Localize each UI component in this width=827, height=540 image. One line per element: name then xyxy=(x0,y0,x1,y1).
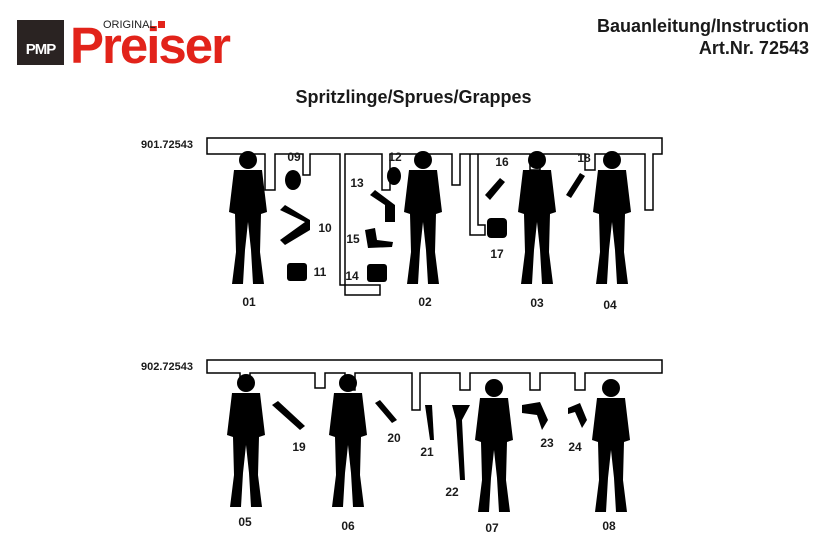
part-label: 17 xyxy=(490,247,504,261)
part-11 xyxy=(287,263,307,281)
part-label: 18 xyxy=(577,151,591,165)
figure-02 xyxy=(404,151,442,284)
part-18 xyxy=(566,173,585,198)
part-label: 09 xyxy=(287,150,301,164)
part-14 xyxy=(367,264,387,282)
part-17 xyxy=(487,218,507,238)
part-label: 20 xyxy=(387,431,401,445)
part-16 xyxy=(485,178,505,200)
header-article-number: Art.Nr. 72543 xyxy=(698,38,809,58)
figure-05 xyxy=(227,374,265,507)
part-label: 02 xyxy=(418,295,432,309)
figure-03 xyxy=(518,151,556,284)
part-label: 04 xyxy=(603,298,617,312)
part-13 xyxy=(370,190,395,222)
part-label: 12 xyxy=(388,150,402,164)
part-label: 05 xyxy=(238,515,252,529)
part-label: 10 xyxy=(318,221,332,235)
sprue-frame-902 xyxy=(206,359,663,411)
part-label: 03 xyxy=(530,296,544,310)
part-label: 22 xyxy=(445,485,459,499)
part-label: 23 xyxy=(540,436,554,450)
part-23 xyxy=(522,402,548,430)
logo-tagline: ORIGINAL xyxy=(103,19,165,31)
part-20 xyxy=(375,400,397,423)
figure-01 xyxy=(229,151,267,284)
part-label: 13 xyxy=(350,176,364,190)
part-label: 19 xyxy=(292,440,306,454)
figure-04 xyxy=(593,151,631,284)
sprue-frame-path xyxy=(206,137,663,296)
part-21 xyxy=(425,405,434,440)
part-12-head xyxy=(387,167,401,185)
part-label: 14 xyxy=(345,269,359,283)
part-label: 15 xyxy=(346,232,360,246)
part-10 xyxy=(280,205,310,245)
part-label: 01 xyxy=(242,295,256,309)
part-label: 21 xyxy=(420,445,434,459)
part-label: 07 xyxy=(485,521,499,535)
sprue-id-901: 901.72543 xyxy=(141,139,193,151)
part-09-head xyxy=(285,170,301,190)
page-title: Spritzlinge/Sprues/Grappes xyxy=(295,87,532,107)
part-19 xyxy=(272,401,305,430)
part-15 xyxy=(365,228,393,248)
part-label: 16 xyxy=(495,155,509,169)
part-label: 11 xyxy=(313,265,327,279)
sprue-frame-901 xyxy=(206,137,663,296)
figure-06 xyxy=(329,374,367,507)
part-label: 08 xyxy=(602,519,616,533)
part-label: 24 xyxy=(568,440,582,454)
figure-08 xyxy=(592,379,630,512)
part-22 xyxy=(452,405,470,480)
part-24 xyxy=(568,403,587,428)
part-label: 06 xyxy=(341,519,355,533)
sprue-frame-path-2 xyxy=(206,359,663,411)
pmp-logo: PMP xyxy=(17,20,64,65)
header-instruction: Bauanleitung/Instruction xyxy=(596,16,809,36)
sprue-id-902: 902.72543 xyxy=(141,361,193,373)
figure-07 xyxy=(475,379,513,512)
